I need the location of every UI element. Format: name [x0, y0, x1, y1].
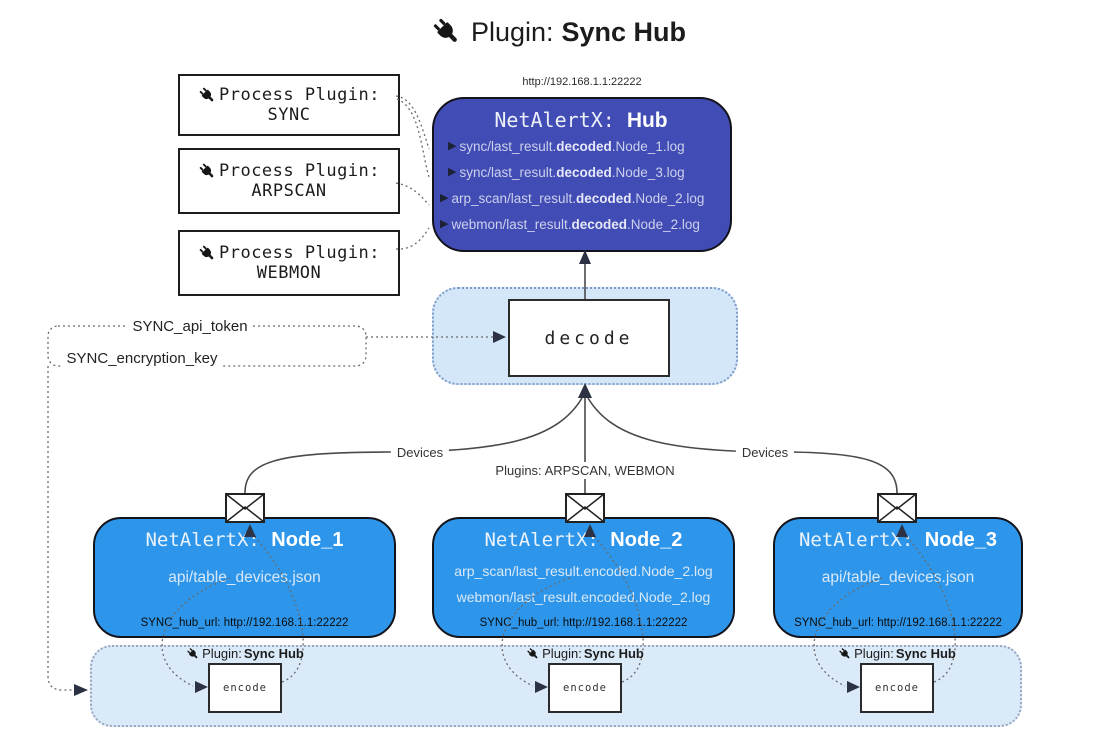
process-plugin-heading: Process Plugin:: [218, 243, 381, 263]
plug-icon: [431, 16, 463, 48]
node-hub-url: SYNC_hub_url: http://192.168.1.1:22222: [140, 617, 349, 629]
encode-box: encode: [548, 663, 622, 713]
process-plugin-sync: Process Plugin: SYNC: [178, 74, 400, 136]
page-title: Plugin: Sync Hub: [0, 16, 1117, 48]
encoder-plugin-label: Plugin: Sync Hub: [186, 646, 304, 661]
envelope-icon: [225, 493, 265, 523]
encode-box: encode: [860, 663, 934, 713]
node-file: api/table_devices.json: [168, 569, 321, 586]
envelope-icon: [565, 493, 605, 523]
encode-box: encode: [208, 663, 282, 713]
decode-box: decode: [508, 299, 670, 377]
hub-log-line: ▶ webmon/last_result.decoded.Node_2.log: [440, 216, 700, 232]
arrowhead-icon: ▶: [440, 191, 449, 204]
process-plugin-heading: Process Plugin:: [218, 85, 381, 105]
hub-url-label: http://192.168.1.1:22222: [522, 76, 642, 88]
hub-log-line: ▶ sync/last_result.decoded.Node_1.log: [448, 138, 685, 154]
edge-label-devices-right: Devices: [735, 444, 795, 461]
node-hub-url: SYNC_hub_url: http://192.168.1.1:22222: [794, 617, 1002, 629]
process-plugin-name: SYNC: [267, 105, 311, 125]
process-plugin-name: WEBMON: [256, 263, 322, 283]
node-file: webmon/last_result.encoded.Node_2.log: [456, 589, 711, 605]
encoder-plugin-label: Plugin: Sync Hub: [838, 646, 956, 661]
page-title-highlight: Sync Hub: [561, 16, 687, 47]
hub-title-prefix: NetAlertX:: [494, 108, 627, 132]
node-file: api/table_devices.json: [821, 569, 975, 586]
envelope-icon: [877, 493, 917, 523]
hub-node: NetAlertX: Hub ▶ sync/last_result.decode…: [432, 97, 732, 252]
plug-icon: [198, 244, 217, 263]
arrowhead-icon: ▶: [448, 139, 457, 152]
process-plugin-name: ARPSCAN: [251, 181, 327, 201]
hub-log-line: ▶ sync/last_result.decoded.Node_3.log: [448, 164, 685, 180]
edge-label-plugins-middle: Plugins: ARPSCAN, WEBMON: [489, 462, 681, 479]
page-title-text: Plugin:: [470, 16, 554, 47]
process-plugin-webmon: Process Plugin: WEBMON: [178, 230, 400, 296]
plug-icon: [186, 647, 200, 661]
sync-encryption-key-label: SYNC_encryption_key: [61, 350, 223, 367]
process-plugin-heading: Process Plugin:: [218, 161, 381, 181]
encoder-plugin-label: Plugin: Sync Hub: [526, 646, 644, 661]
hub-title-name: Hub: [626, 109, 668, 132]
edge-label-devices-left: Devices: [390, 444, 450, 461]
hub-log-line: ▶ arp_scan/last_result.decoded.Node_2.lo…: [440, 190, 705, 206]
sync-api-token-label: SYNC_api_token: [127, 318, 253, 335]
node-2-box: NetAlertX: Node_2 arp_scan/last_result.e…: [432, 517, 735, 638]
plug-icon: [526, 647, 540, 661]
arrowhead-icon: ▶: [448, 165, 457, 178]
node-file: arp_scan/last_result.encoded.Node_2.log: [454, 563, 713, 579]
node-3-box: NetAlertX: Node_3 api/table_devices.json…: [773, 517, 1023, 638]
node-1-box: NetAlertX: Node_1 api/table_devices.json…: [93, 517, 396, 638]
process-plugin-arpscan: Process Plugin: ARPSCAN: [178, 148, 400, 214]
arrowhead-icon: ▶: [440, 217, 449, 230]
plug-icon: [838, 647, 852, 661]
plug-icon: [198, 86, 217, 105]
plug-icon: [198, 162, 217, 181]
node-hub-url: SYNC_hub_url: http://192.168.1.1:22222: [479, 617, 688, 629]
